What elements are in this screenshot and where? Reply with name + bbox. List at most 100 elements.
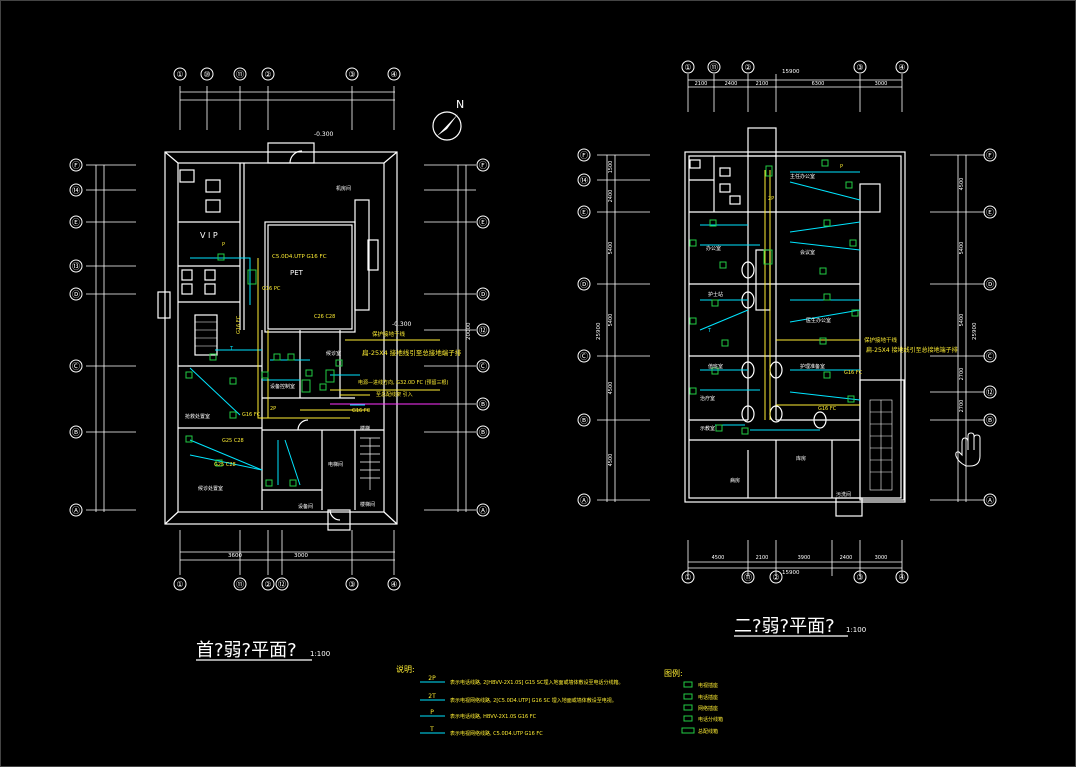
room-upper-right: 机房间 [336,185,351,192]
ground-note-1: 保护接地干线 [372,330,406,338]
svg-text:⑫: ⑫ [986,388,994,397]
svg-text:⑭: ⑭ [72,186,80,195]
plan2-axis-left-bubble: Ⓐ [577,493,591,507]
plan2-conduits [764,170,860,420]
svg-text:⑩: ⑩ [203,70,210,79]
dim-bottom-2: 3000 [294,553,308,559]
svg-text:Ⓔ: Ⓔ [72,218,80,227]
cable-label-6: C26 C28 [314,314,335,320]
plan2-axis-left-bubble: Ⓕ [577,148,591,162]
svg-text:⑫: ⑫ [278,580,286,589]
p2-dim-bottom: 2400 [840,555,853,561]
svg-text:Ⓔ: Ⓔ [986,208,994,217]
p2-dim-top-total: 15900 [782,69,800,75]
legend-item: 网络插座 [698,705,718,712]
plan1-conduits [257,258,440,419]
p2-room-8: 护理准备室 [800,363,825,370]
svg-text:Ⓐ: Ⓐ [580,496,588,505]
room-lower-left-2: 候诊处置室 [198,485,223,492]
plan1-axis-right-bubble: Ⓓ [476,287,490,301]
plan2-axis-left-bubble: ⑭ [577,173,591,187]
room-lower-left: 抢救处置室 [185,413,210,420]
p2-dim-bottom-total: 15900 [782,570,800,576]
cable-label-4: G25 C28 [222,438,244,444]
svg-text:④: ④ [898,63,905,72]
p2-dim-top: 2100 [695,81,708,87]
svg-text:④: ④ [898,573,905,582]
p2-tag-2p: 2P [768,196,774,202]
notes-line-text: 表示电话线路, 2[HBVV-2X1.0S] G15 SC埋入地面或墙体敷设至电… [450,679,623,686]
plan1-axis-left-bubble: ⑭ [69,183,83,197]
p2-dim-bottom: 4500 [712,555,725,561]
p2-dim-bottom: 3900 [798,555,811,561]
plan1-axis-left-bubble: Ⓕ [69,158,83,172]
p2-dim-top: 3000 [875,81,888,87]
incoming-note-2: 至总配线架 引入 [376,391,413,398]
notes-title: 说明: [396,664,415,674]
plan2-axis-top-bubble: ⑪ [707,60,721,74]
plan1-axis-top-bubble: ④ [387,67,401,81]
plan1-axis-left-bubble: Ⓐ [69,503,83,517]
p2-dim-bottom: 2100 [756,555,769,561]
plan1-axis-bottom-bubble: ⑫ [275,577,289,591]
p2-cable-2: G16 FC [844,370,863,376]
svg-text:Ⓑ: Ⓑ [580,416,588,425]
p2-room-7: 治疗室 [700,395,715,402]
plan1-axis-top-bubble: ⑪ [233,67,247,81]
plan2-walls [684,127,906,517]
north-arrow-icon [432,111,462,141]
p2-dim-left: 5400 [608,314,614,327]
svg-text:Ⓒ: Ⓒ [479,362,487,371]
p2-dim-left: 4500 [608,454,614,467]
svg-text:⑪: ⑪ [744,573,752,582]
p2-ground-note-1: 保护接地干线 [864,336,898,344]
p2-room-4: 护士站 [708,291,723,298]
legend-item: 电话插座 [698,694,718,701]
plan2-axis-right-bubble: Ⓕ [983,148,997,162]
p2-dim-left: 2400 [608,190,614,203]
notes-line-text: 表示电视网络线路, 2[C5.0D4.UTP] G16 SC 埋入地面或墙体敷设… [450,697,617,704]
plan1-outlets [185,253,343,487]
plan1-axis-top-bubble: ⑩ [200,67,214,81]
p2-room-9: 库房 [796,455,806,462]
plan1-axis-left-bubble: ⑬ [69,259,83,273]
plan2-outlets [689,159,859,435]
p2-dim-top: 2400 [725,81,738,87]
hand-cursor-icon [955,432,981,467]
plan1-axis-left-bubble: Ⓔ [69,215,83,229]
plan1-network-wires [189,257,365,486]
p2-room-6: 值班室 [708,363,723,370]
plan1-dimension-lines [86,86,476,575]
plan1-axis-top-bubble: ② [261,67,275,81]
p2-dim-right: 5400 [959,314,965,327]
p2-dim-left: 1500 [608,161,614,174]
svg-text:③: ③ [856,573,863,582]
plan2-network-wires [699,171,861,431]
dim-bottom-1: 3600 [228,553,242,559]
cable-label-1: G16 PC [262,286,281,292]
svg-text:Ⓕ: Ⓕ [580,151,588,160]
plan1-axis-bottom-bubble: ① [173,577,187,591]
plan2-labels: 保护接地干线 扁-25X4 接地线引至总接地端子排 G16 FC G16 FC … [596,69,978,637]
notes-tag: T [429,726,434,733]
plan1-axis-bottom-bubble: ③ [345,577,359,591]
room-mid-2: 候诊室 [326,350,341,357]
ground-note-2: 扁-25X4 接地线引至总接地端子排 [362,348,462,357]
plan1-axis-left-bubble: Ⓑ [69,425,83,439]
plan2-axis-left-bubble: Ⓓ [577,277,591,291]
svg-text:⑪: ⑪ [236,70,244,79]
plan1-axis-top-bubble: ③ [345,67,359,81]
plan2-axis-left-bubble: Ⓔ [577,205,591,219]
svg-text:②: ② [744,63,751,72]
p2-dim-top: 2100 [756,81,769,87]
p2-ground-note-2: 扁-25X4 接地线引至总接地端子排 [866,346,958,354]
plan1-axis-right-bubble: Ⓕ [476,158,490,172]
room-bottom-2: 楼梯间 [360,501,375,508]
svg-text:Ⓑ: Ⓑ [479,400,487,409]
